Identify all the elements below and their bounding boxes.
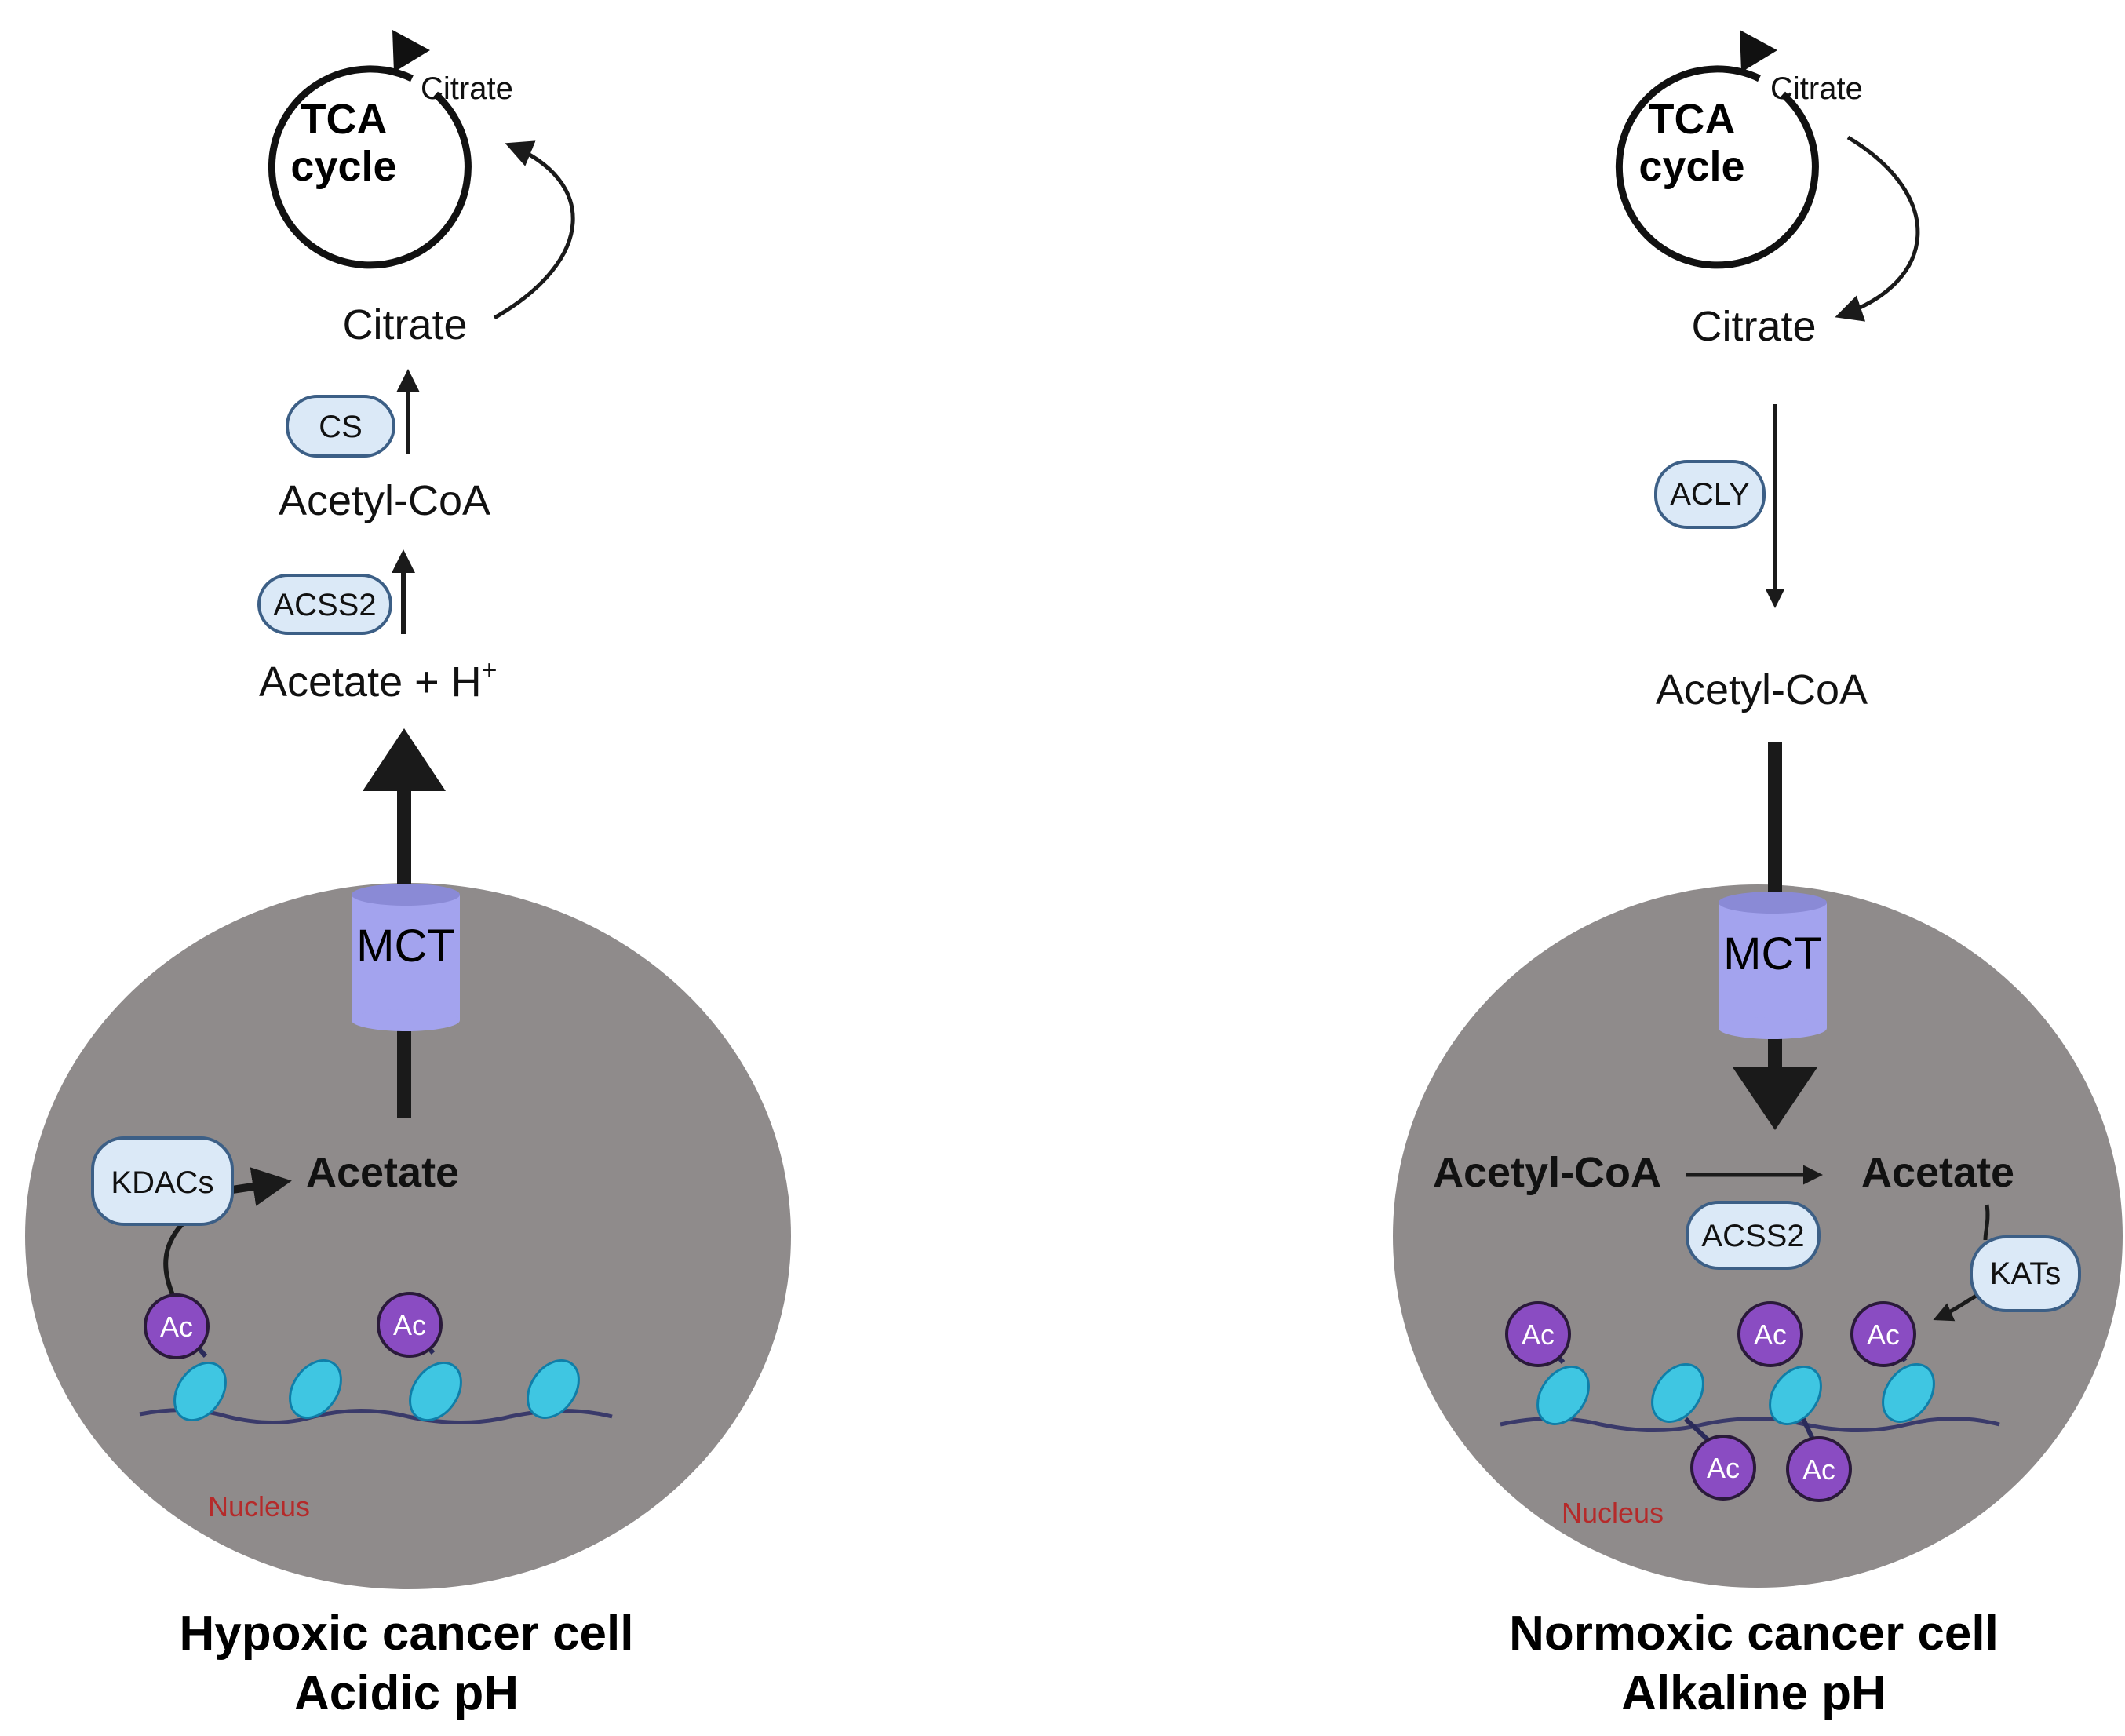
left-tca-citrate: Citrate: [421, 71, 513, 106]
svg-text:Ac: Ac: [1867, 1318, 1900, 1351]
right-mct-label: MCT: [1723, 928, 1822, 979]
left-mct-transporter: MCT: [352, 884, 460, 1031]
left-caption-line2: Acidic pH: [294, 1666, 519, 1720]
left-panel: TCA cycle Citrate Citrate CS Acetyl-CoA …: [25, 30, 791, 1720]
svg-text:Ac: Ac: [1707, 1452, 1740, 1484]
right-acetyl-group: Ac: [1786, 1436, 1852, 1502]
right-dna-strand: [1500, 1417, 2000, 1432]
left-kdacs-arrow: [231, 1167, 292, 1206]
right-acetyl-group: Ac: [1850, 1301, 1916, 1367]
left-tca-cycle: TCA cycle Citrate: [268, 30, 513, 269]
right-acetyl-coa: Acetyl-CoA: [1656, 666, 1868, 713]
left-export-arrowhead: [363, 728, 446, 791]
left-citrate-to-tca-arrow: [493, 140, 575, 320]
left-cs-enzyme: CS: [319, 410, 363, 444]
svg-text:Ac: Ac: [1754, 1318, 1787, 1351]
right-panel: TCA cycle Citrate Citrate ACLY Acetyl-Co…: [1393, 30, 2123, 1720]
left-acetyl-group: Ac: [144, 1293, 210, 1359]
right-import-arrowhead: [1733, 1067, 1817, 1130]
left-acetate: Acetate: [306, 1149, 459, 1196]
svg-text:Ac: Ac: [393, 1309, 426, 1341]
right-nucleosome: [1536, 1363, 1935, 1425]
left-tca-line2: cycle: [290, 143, 396, 190]
right-mct-transporter: MCT: [1719, 892, 1827, 1039]
left-dna-strand: [139, 1408, 613, 1424]
right-acetyl-group: Ac: [1690, 1435, 1756, 1501]
right-kats-arrow: [1933, 1293, 1979, 1322]
right-acetyl-group: Ac: [1505, 1301, 1571, 1367]
right-tca-line1: TCA: [1649, 96, 1736, 143]
right-citrate: Citrate: [1691, 303, 1816, 350]
right-tca-to-citrate-arrow: [1835, 135, 1920, 322]
left-nucleus-label: Nucleus: [208, 1490, 310, 1523]
left-nucleosome: [173, 1359, 580, 1421]
left-citrate: Citrate: [342, 301, 467, 348]
right-acetate: Acetate: [1861, 1149, 2014, 1196]
left-kdacs-enzyme: KDACs: [111, 1165, 213, 1200]
right-tca-line2: cycle: [1638, 143, 1744, 190]
right-caption-line1: Normoxic cancer cell: [1509, 1607, 1999, 1661]
right-kats-link: [1983, 1204, 1990, 1241]
right-caption-line2: Alkaline pH: [1621, 1666, 1886, 1720]
right-acetyl-group: Ac: [1737, 1301, 1803, 1367]
right-kats-enzyme: KATs: [1990, 1256, 2061, 1291]
left-acss2-enzyme: ACSS2: [273, 588, 376, 622]
left-acetyl-coa: Acetyl-CoA: [279, 477, 490, 524]
right-nucleus-label: Nucleus: [1562, 1497, 1664, 1529]
right-acss2-enzyme: ACSS2: [1701, 1219, 1804, 1253]
left-mct-label: MCT: [356, 921, 455, 972]
left-acetate-h: Acetate + H+: [259, 655, 498, 706]
right-inner-acetyl-coa: Acetyl-CoA: [1433, 1149, 1661, 1196]
left-tca-line1: TCA: [301, 96, 388, 143]
svg-text:Ac: Ac: [1802, 1453, 1835, 1486]
right-tca-citrate: Citrate: [1770, 71, 1863, 106]
left-kdacs-link: [163, 1222, 184, 1297]
right-acly-enzyme: ACLY: [1670, 477, 1750, 512]
right-tca-cycle: TCA cycle Citrate: [1615, 30, 1863, 269]
svg-text:Ac: Ac: [160, 1311, 193, 1343]
left-caption-line1: Hypoxic cancer cell: [180, 1607, 634, 1661]
svg-text:Ac: Ac: [1522, 1318, 1555, 1351]
left-acetyl-group: Ac: [377, 1292, 443, 1358]
